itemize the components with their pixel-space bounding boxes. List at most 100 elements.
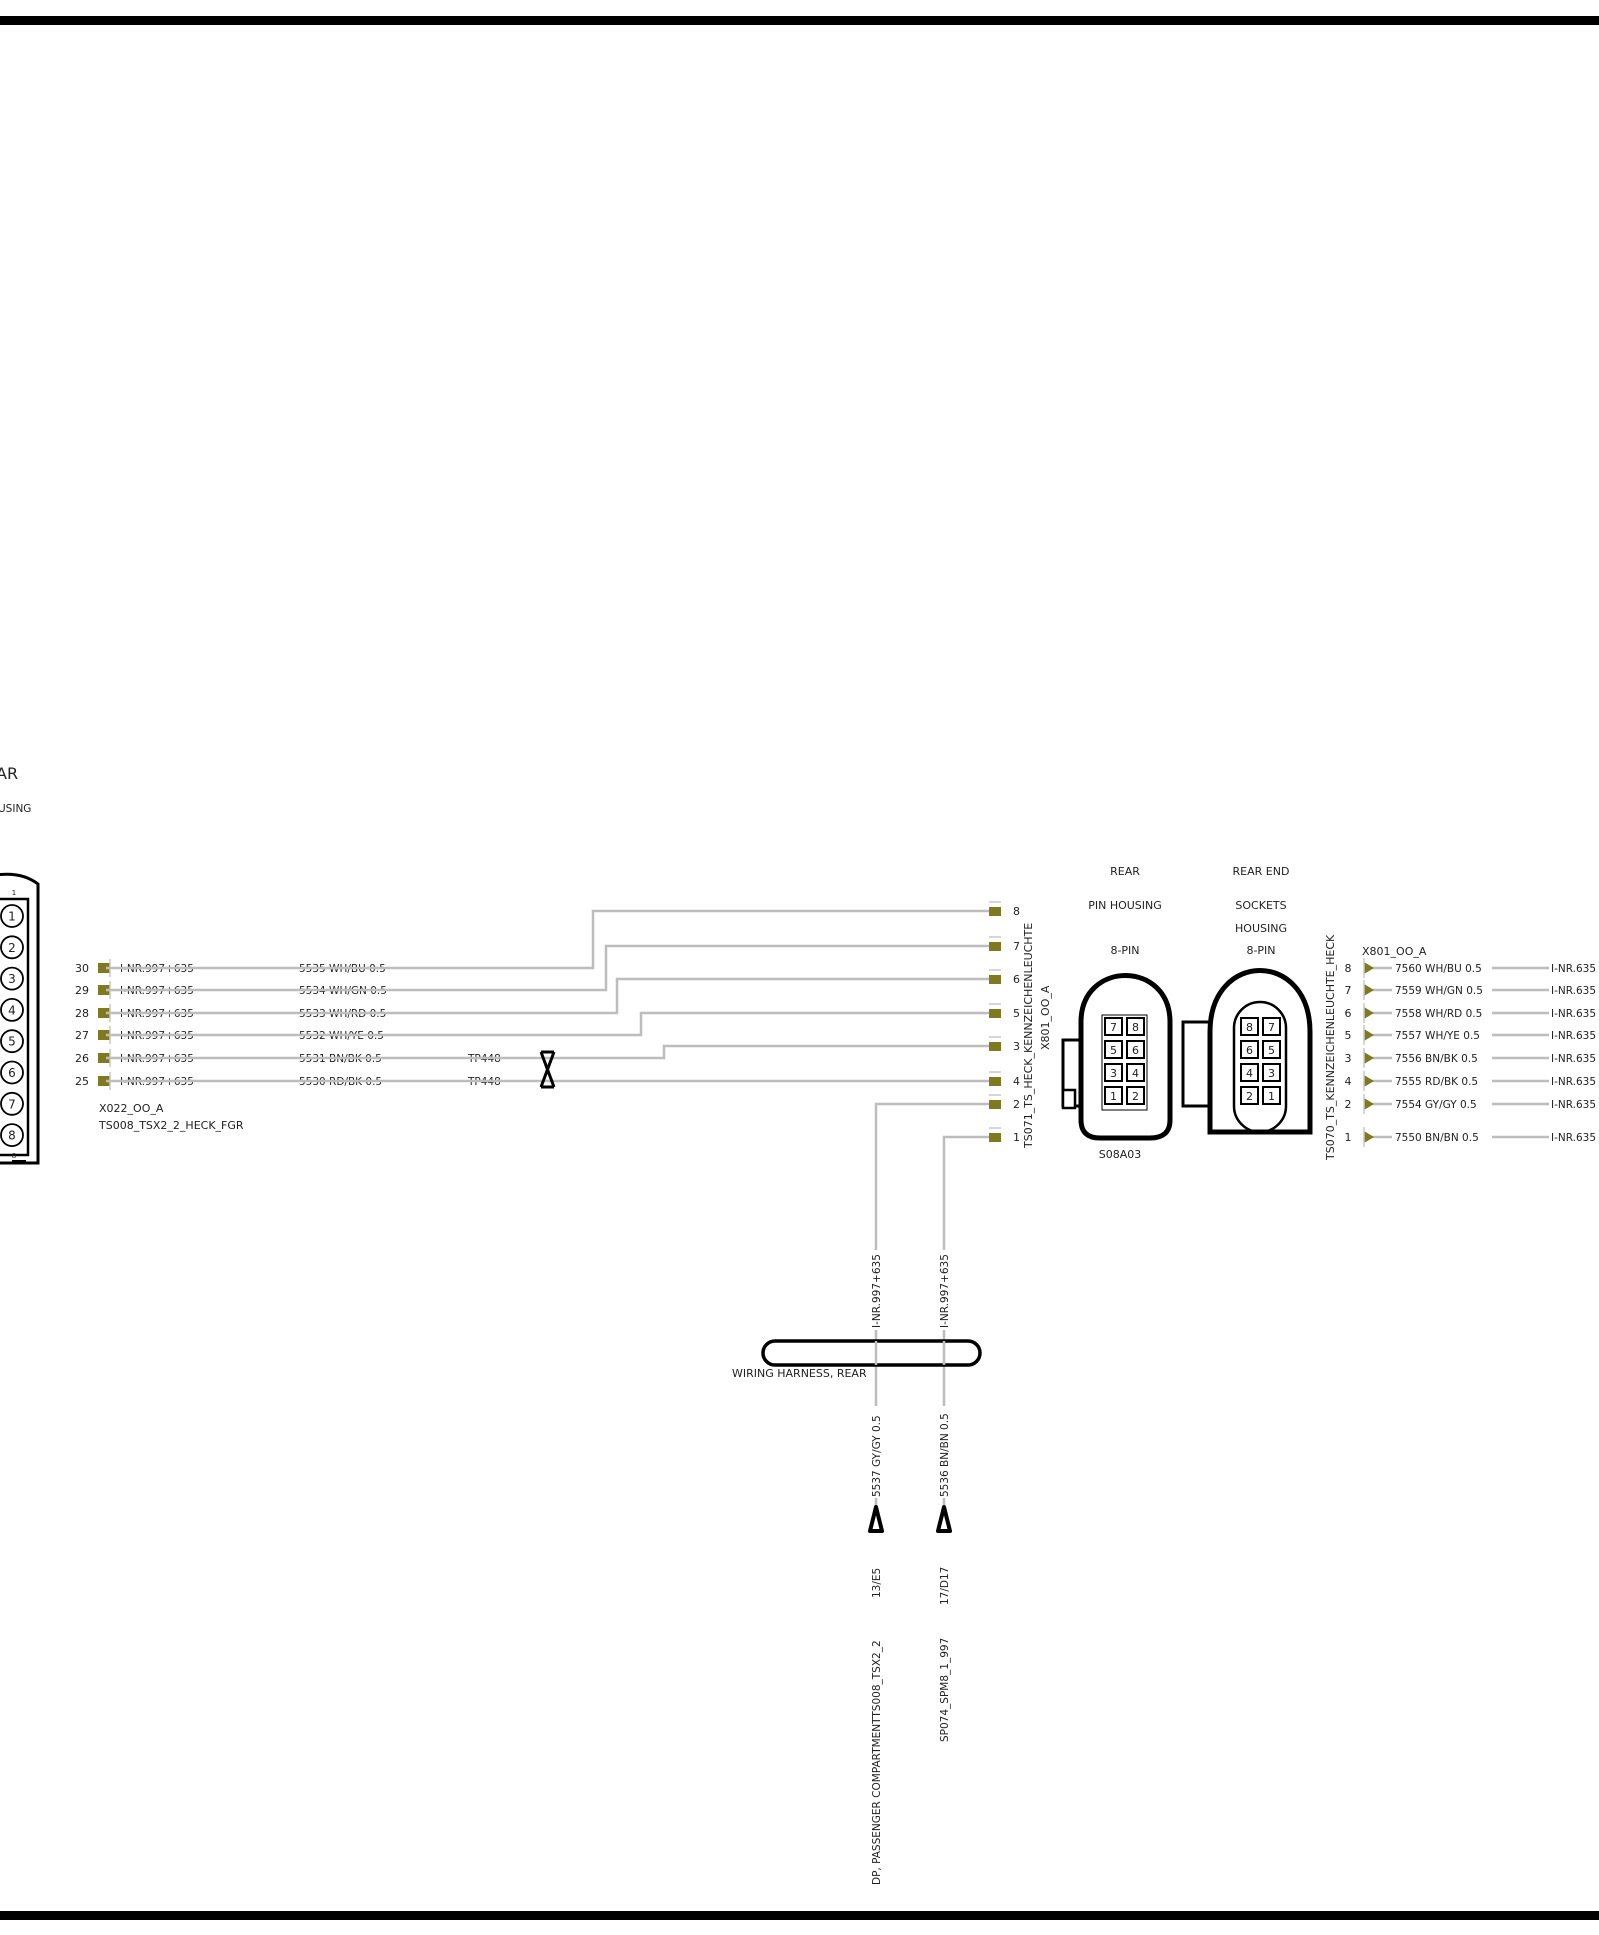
left-terminal <box>98 963 110 973</box>
pin-housing-line-3: 8-PIN <box>1110 944 1139 957</box>
right-terminal <box>1364 1007 1374 1019</box>
left-connector-pin-number: 5 <box>8 1035 16 1049</box>
right-part-label: I-NR.635 <box>1551 1132 1596 1144</box>
right-part-label-bg <box>1549 1006 1599 1019</box>
left-connector-latch <box>12 1160 26 1164</box>
right-part-label: I-NR.635 <box>1551 1053 1596 1065</box>
right-pin-number: 4 <box>1345 1075 1352 1088</box>
left-connector-name: TS008_TSX2_2_HECK_FGR <box>98 1119 244 1132</box>
right-connector-id: X801_OO_A <box>1362 945 1427 958</box>
pin-housing-line-1: REAR <box>1110 865 1140 878</box>
right-pin-number: 6 <box>1345 1007 1352 1020</box>
left-connector-id: X022_OO_A <box>99 1102 164 1115</box>
right-pin-number: 5 <box>1345 1029 1352 1042</box>
left-connector-pin-number: 2 <box>8 941 16 955</box>
branch-2-lower-bg <box>937 1406 951 1498</box>
x801-pin-number: 4 <box>1013 1075 1020 1088</box>
bottom-border <box>0 1911 1599 1920</box>
left-connector-title: AR <box>0 764 18 783</box>
right-wire-label: 7558 WH/RD 0.5 <box>1395 1008 1482 1020</box>
x801-pin-number: 1 <box>1013 1131 1020 1144</box>
right-terminal <box>1364 1029 1374 1041</box>
socket-housing-cell-number: 3 <box>1268 1067 1275 1080</box>
socket-housing-cell <box>1240 1063 1259 1082</box>
branch-1-destination: DP, PASSENGER COMPARTMENTTS008_TSX2_2 <box>871 1640 883 1885</box>
right-wire-label-bg <box>1392 1074 1492 1087</box>
left-connector-pin-number: 3 <box>8 972 16 986</box>
right-wire-label: 7554 GY/GY 0.5 <box>1395 1099 1477 1111</box>
branch-1-terminal-icon <box>868 1505 884 1533</box>
pin-housing-cell-number: 6 <box>1132 1044 1139 1057</box>
branch-1-stub-gap <box>868 1532 884 1782</box>
pin-housing-cell-number: 1 <box>1110 1090 1117 1103</box>
right-wire-label-bg <box>1392 1028 1492 1041</box>
left-connector-pin-circle <box>0 1123 24 1147</box>
branch-1-ref: 13/E5 <box>871 1568 883 1598</box>
right-part-label: I-NR.635 <box>1551 1099 1596 1111</box>
socket-housing-cell <box>1240 1017 1259 1036</box>
pin-housing-cell <box>1104 1086 1123 1105</box>
socket-housing-line-4: 8-PIN <box>1246 944 1275 957</box>
right-part-label-bg <box>1549 1130 1599 1143</box>
right-pin-number: 3 <box>1345 1052 1352 1065</box>
pin-housing-line-2: PIN HOUSING <box>1088 899 1162 912</box>
right-part-label: I-NR.635 <box>1551 1076 1596 1088</box>
route-pin26-to-3 <box>106 1044 994 1060</box>
x801-terminal <box>989 1077 1001 1086</box>
pin-housing-cell <box>1126 1086 1145 1105</box>
x801-pin-number: 2 <box>1013 1098 1020 1111</box>
pin-housing-cell-number: 2 <box>1132 1090 1139 1103</box>
left-connector-pin-number: 6 <box>8 1066 16 1080</box>
branch-2-terminal-icon <box>936 1505 952 1533</box>
branch-1-lower-bg <box>869 1406 883 1498</box>
x801-terminal <box>989 1009 1001 1018</box>
right-terminal <box>1364 1052 1374 1064</box>
pin-housing-cell-number: 4 <box>1132 1067 1139 1080</box>
top-border <box>0 16 1599 25</box>
route-pin29-to-7 <box>106 944 994 992</box>
x801-terminal <box>989 1042 1001 1051</box>
x801-pin-number: 6 <box>1013 973 1020 986</box>
x801-terminal <box>989 1133 1001 1142</box>
pin-housing-cell <box>1126 1040 1145 1059</box>
right-wire-label-bg <box>1392 1130 1492 1143</box>
pin-housing-cell <box>1126 1017 1145 1036</box>
harness-band <box>761 1339 982 1367</box>
left-connector-subtitle: USING <box>0 803 31 815</box>
right-wire-label: 7550 BN/BN 0.5 <box>1395 1132 1479 1144</box>
socket-housing-line-3: HOUSING <box>1235 922 1287 935</box>
pin-housing-grid-frame <box>1101 1014 1148 1111</box>
right-terminal <box>1364 1131 1374 1143</box>
route-pin30-to-8 <box>106 909 994 970</box>
right-wire-label: 7557 WH/YE 0.5 <box>1395 1030 1480 1042</box>
left-connector-pin-circle <box>0 904 24 928</box>
right-pin-number: 1 <box>1345 1131 1352 1144</box>
right-terminal <box>1364 1098 1374 1110</box>
right-wire-label-bg <box>1392 1006 1492 1019</box>
left-pin-number: 28 <box>75 1007 89 1020</box>
right-part-label: I-NR.635 <box>1551 985 1596 997</box>
right-connector-vertical-label: TS070_TS_KENNZEICHENLEUCHTE_HECK <box>1324 934 1337 1161</box>
right-wire-label-bg <box>1392 1097 1492 1110</box>
left-connector-pin-circle <box>0 1029 24 1054</box>
left-pin-number: 27 <box>75 1029 89 1042</box>
socket-housing-cell <box>1240 1086 1259 1105</box>
right-wire-label-bg <box>1392 1051 1492 1064</box>
x801-pin-number: 7 <box>1013 940 1020 953</box>
pin-housing-cell-number: 7 <box>1110 1021 1117 1034</box>
pin-housing-cell-number: 3 <box>1110 1067 1117 1080</box>
branch-1-upper-label: I-NR.997+635 <box>871 1254 883 1328</box>
left-connector-pin-number: 1 <box>8 910 16 924</box>
x801-pin-number: 5 <box>1013 1007 1020 1020</box>
right-part-label: I-NR.635 <box>1551 1030 1596 1042</box>
socket-housing-cell-number: 2 <box>1246 1090 1253 1103</box>
right-part-label-bg <box>1549 1074 1599 1087</box>
socket-housing-cell <box>1262 1086 1281 1105</box>
socket-housing-line-1: REAR END <box>1233 865 1290 878</box>
socket-housing-cell-number: 8 <box>1246 1021 1253 1034</box>
route-pin27-to-5 <box>106 1011 994 1037</box>
branch-2-lower-label: 5536 BN/BN 0.5 <box>939 1413 951 1497</box>
